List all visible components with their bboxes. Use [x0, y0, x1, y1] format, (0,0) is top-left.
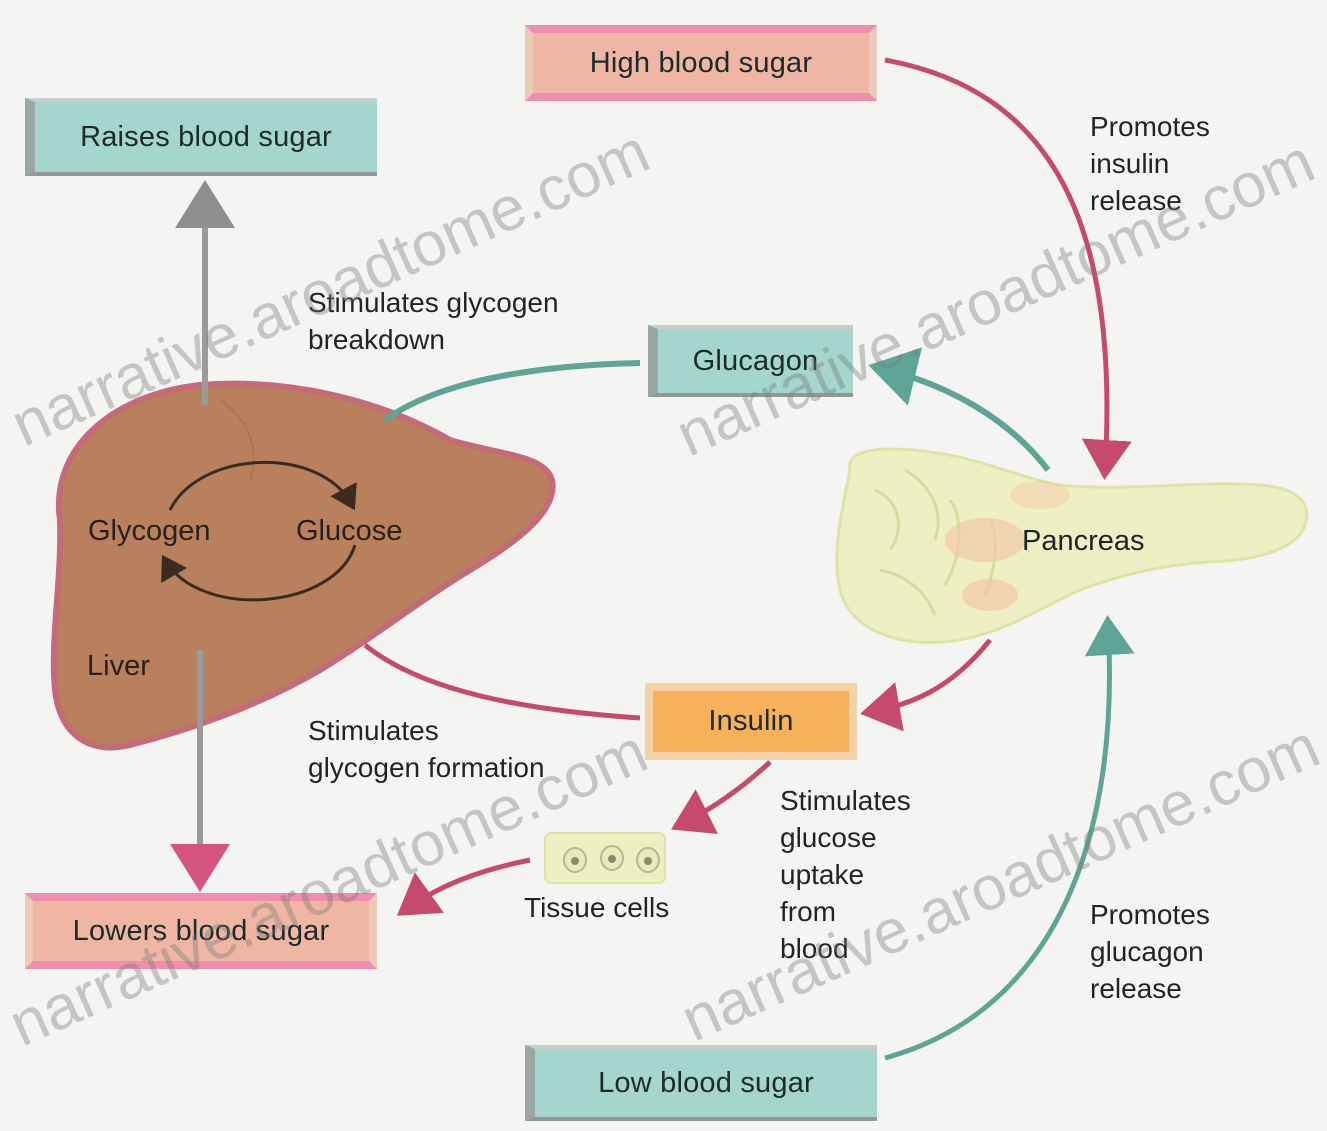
glucose-label: Glucose — [296, 515, 402, 548]
liver-label: Liver — [87, 650, 150, 683]
insulin-box: Insulin — [645, 683, 857, 760]
pancreas-label: Pancreas — [1022, 525, 1145, 558]
high-blood-sugar-box: High blood sugar — [525, 25, 877, 101]
promotes-insulin-release-label: Promotes insulin release — [1090, 108, 1210, 219]
stimulates-glycogen-breakdown-label: Stimulates glycogen breakdown — [308, 284, 559, 358]
low-blood-sugar-box: Low blood sugar — [525, 1045, 877, 1121]
tissue-cells-graphic — [545, 833, 665, 883]
arrow-tissue-to-lowers — [405, 860, 530, 910]
arrow-insulin-to-tissue — [680, 762, 770, 825]
line-glucagon-to-liver — [385, 363, 640, 420]
stimulates-glucose-uptake-label: Stimulates glucose uptake from blood — [780, 782, 911, 967]
stimulates-glycogen-formation-label: Stimulates glycogen formation — [308, 712, 545, 786]
promotes-glucagon-release-label: Promotes glucagon release — [1090, 896, 1210, 1007]
line-insulin-to-liver — [365, 645, 640, 718]
lowers-blood-sugar-box: Lowers blood sugar — [25, 893, 377, 969]
arrow-pancreas-to-insulin — [870, 640, 990, 712]
arrow-high-to-pancreas — [885, 60, 1107, 470]
tissue-cells-label: Tissue cells — [524, 892, 669, 924]
arrow-low-to-pancreas — [885, 625, 1109, 1058]
raises-blood-sugar-box: Raises blood sugar — [25, 98, 377, 176]
glycogen-label: Glycogen — [88, 515, 211, 548]
glucagon-box: Glucagon — [648, 325, 853, 397]
